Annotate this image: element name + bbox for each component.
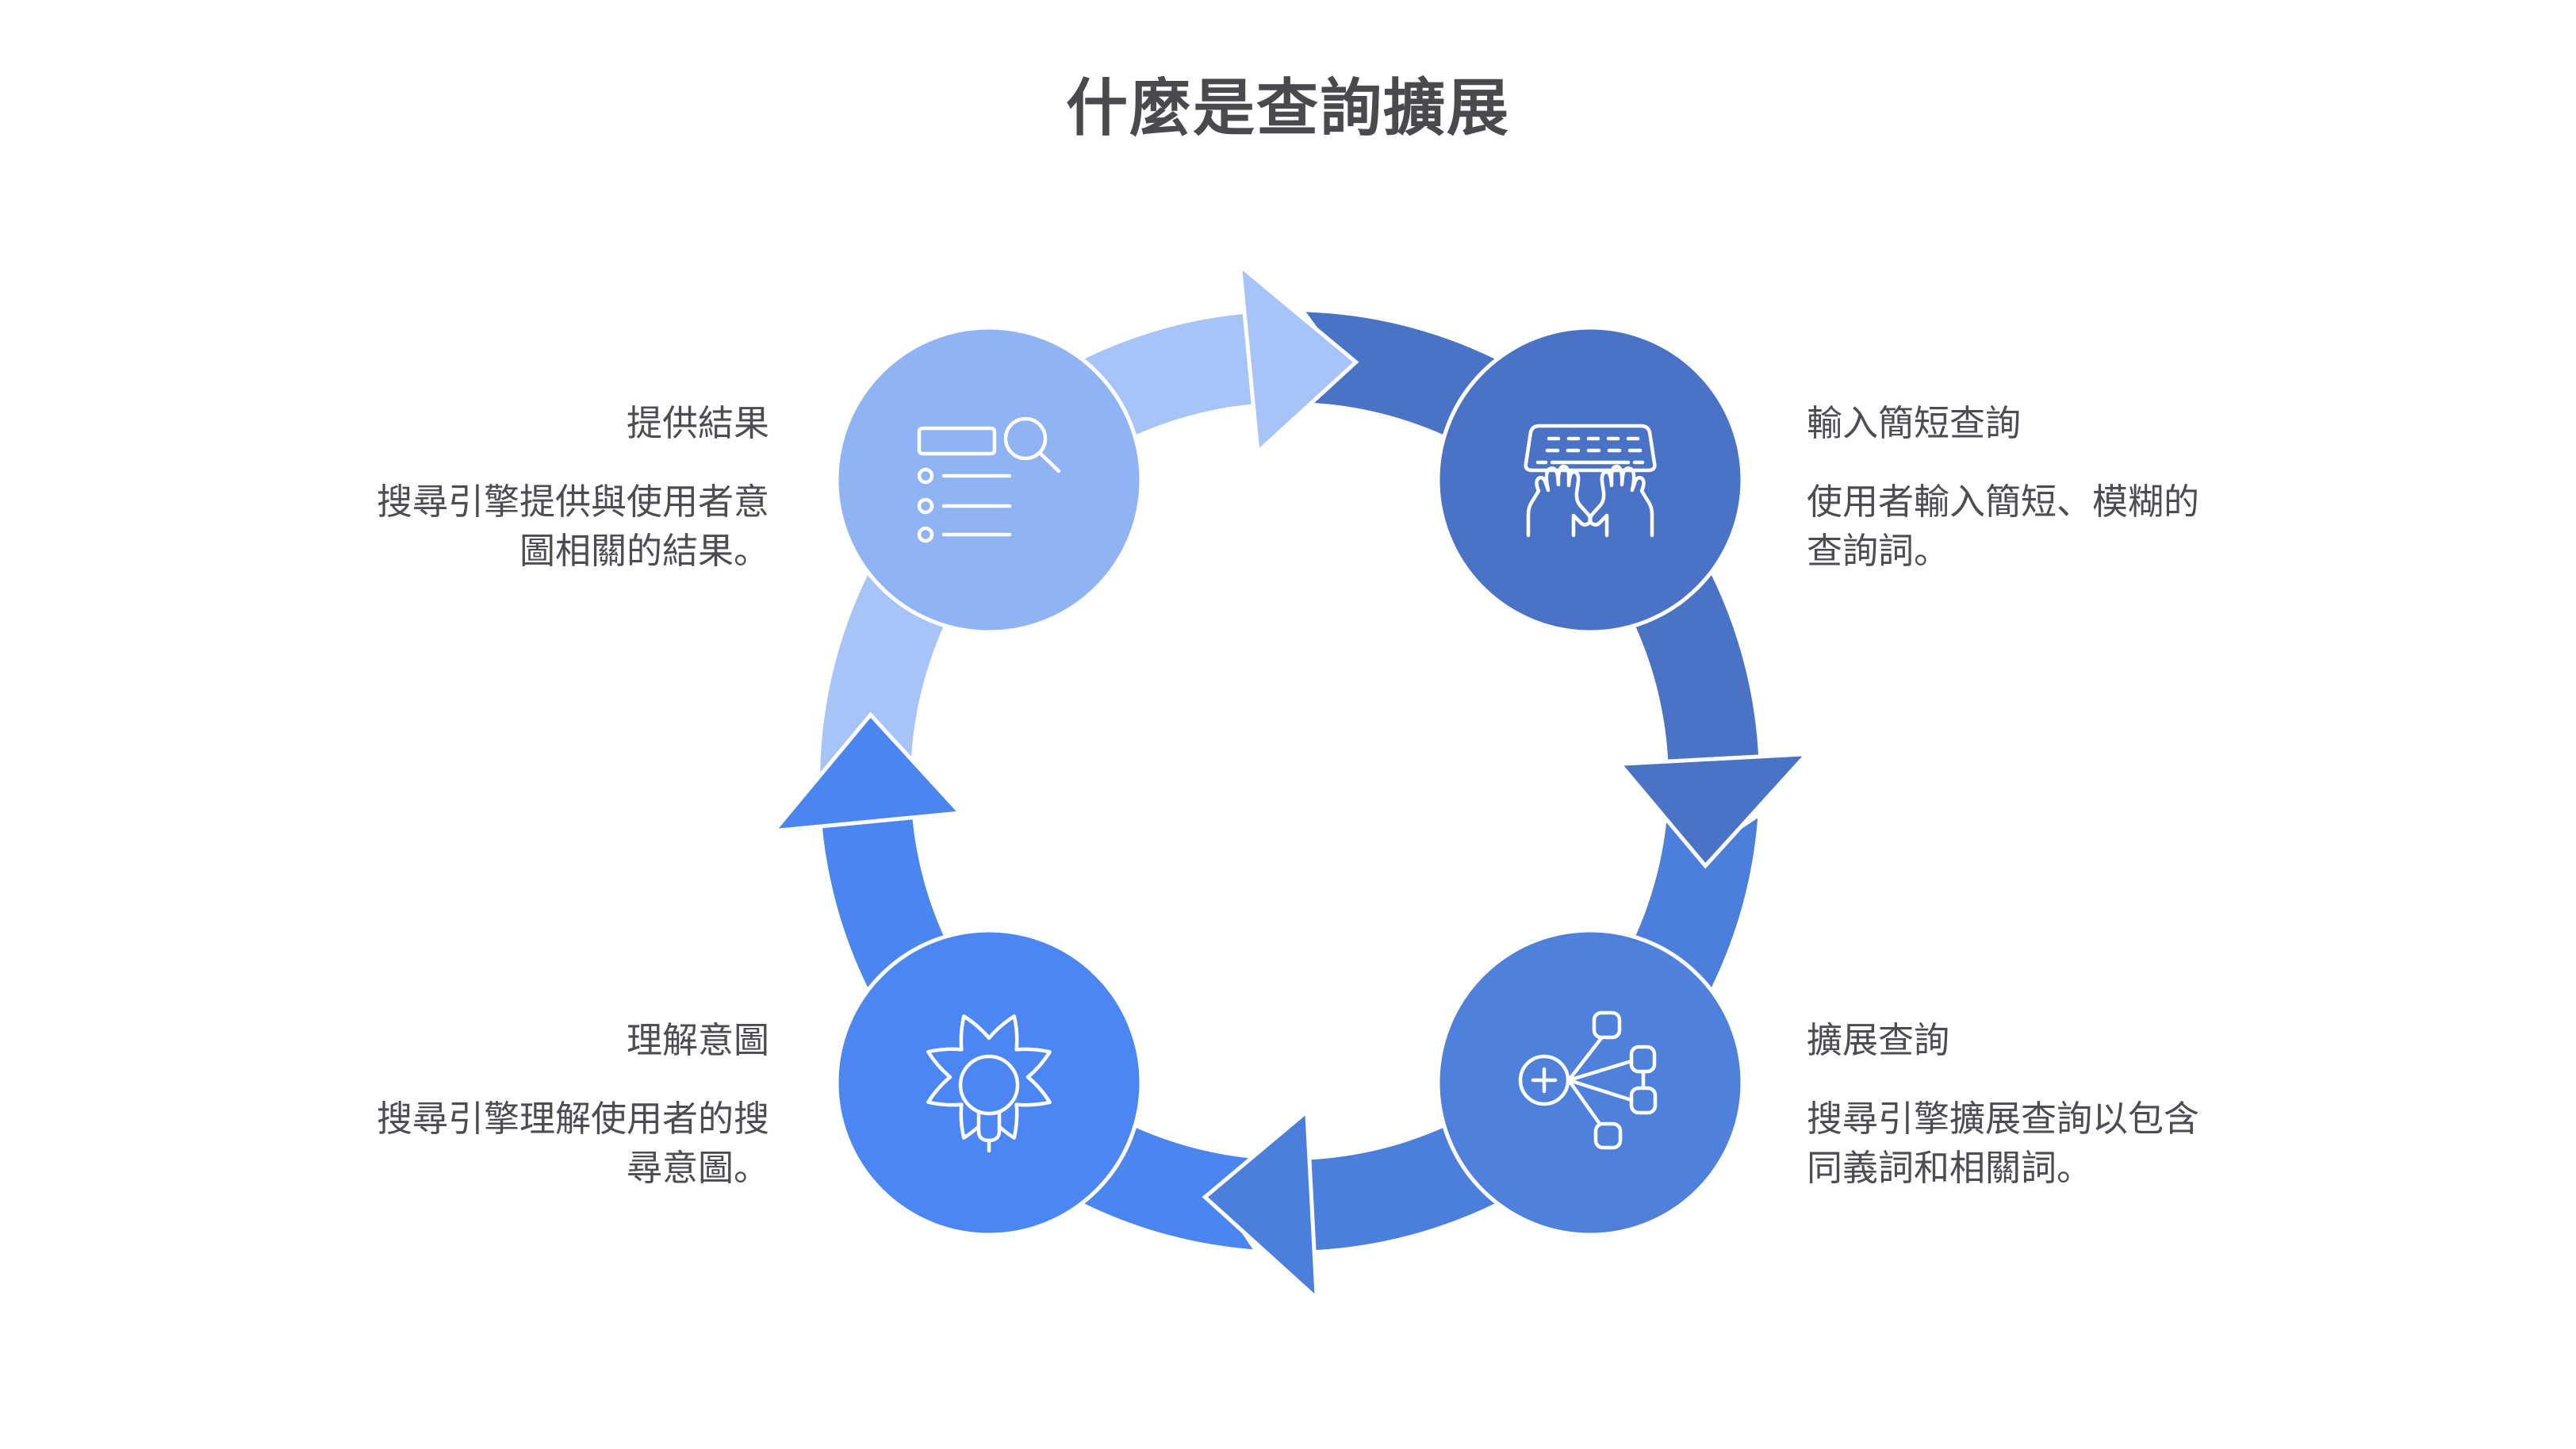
arc-band-medium xyxy=(1296,811,1758,1251)
step-heading: 擴展查詢 xyxy=(1807,1020,1950,1060)
step-circle-provide-results xyxy=(834,325,1144,634)
step-circle-expand-query xyxy=(1436,928,1745,1237)
cycle-arrowheads xyxy=(769,261,1812,1304)
search-results-icon xyxy=(917,416,1061,543)
arrow-right-icon xyxy=(1237,261,1359,457)
left-hand xyxy=(1526,464,1593,538)
right-hand xyxy=(1588,464,1654,538)
arrow-down-icon xyxy=(1616,751,1812,869)
step-label-input-short-query: 輸入簡短查詢 使用者輸入簡短、模糊的 查詢詞。 xyxy=(1807,403,2322,576)
step-heading: 提供結果 xyxy=(626,403,769,443)
gear-lightbulb-icon xyxy=(926,1014,1052,1153)
keyboard-typing-icon xyxy=(1524,424,1657,538)
step-label-understand-intent: 理解意圖 搜尋引擎理解使用者的搜 尋意圖。 xyxy=(278,1020,769,1193)
query-expansion-icon xyxy=(1518,1010,1658,1150)
step-body: 使用者輸入簡短、模糊的 查詢詞。 xyxy=(1807,481,2200,571)
step-body: 搜尋引擎擴展查詢以包含 同義詞和相關詞。 xyxy=(1807,1098,2200,1188)
step-heading: 理解意圖 xyxy=(626,1020,769,1060)
gear-outline xyxy=(926,1014,1052,1140)
step-heading: 輸入簡短查詢 xyxy=(1807,403,2022,443)
step-circle-input-short-query xyxy=(1436,325,1745,634)
arrow-left-icon xyxy=(1202,1107,1320,1304)
arc-band-bright xyxy=(820,801,1260,1250)
keyboard-keys xyxy=(1535,436,1645,465)
step-body: 搜尋引擎提供與使用者意 圖相關的結果。 xyxy=(376,481,769,571)
step-label-expand-query: 擴展查詢 搜尋引擎擴展查詢以包含 同義詞和相關詞。 xyxy=(1807,1020,2322,1193)
step-circles xyxy=(834,325,1745,1237)
step-label-provide-results: 提供結果 搜尋引擎提供與使用者意 圖相關的結果。 xyxy=(278,403,769,576)
step-body: 搜尋引擎理解使用者的搜 尋意圖。 xyxy=(376,1098,769,1188)
bulb-circle xyxy=(958,1054,1020,1116)
arrow-up-icon xyxy=(769,711,965,834)
page-title: 什麼是查詢擴展 xyxy=(1065,73,1510,143)
